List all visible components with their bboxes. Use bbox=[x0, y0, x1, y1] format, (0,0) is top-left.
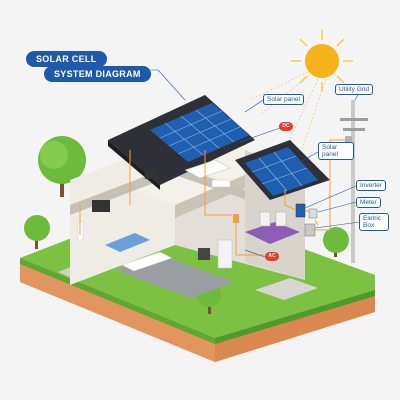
diagram-title-line2: SYSTEM DIAGRAM bbox=[44, 66, 151, 82]
solar-panel-label-top: Solar panel bbox=[263, 94, 304, 106]
utility-grid-label: Utility Grid bbox=[335, 84, 373, 96]
walkway bbox=[255, 278, 318, 300]
electric-box-label: Eletric Box bbox=[359, 213, 389, 232]
inverter-device bbox=[295, 203, 306, 218]
air-conditioner bbox=[211, 179, 231, 188]
meter-label: Meter bbox=[356, 197, 381, 209]
fridge bbox=[217, 239, 233, 269]
interior-details bbox=[77, 159, 287, 272]
diagram-title-line1: SOLAR CELL bbox=[26, 51, 107, 67]
tree-right bbox=[323, 227, 349, 257]
tree-small-left bbox=[24, 215, 50, 249]
tree-left bbox=[38, 136, 86, 197]
solar-panel-side bbox=[245, 147, 318, 196]
sun-icon bbox=[291, 30, 353, 92]
solar-panel-roof bbox=[150, 103, 250, 162]
wiring bbox=[79, 139, 345, 256]
solar-panel-label-side: Solar panel bbox=[318, 142, 354, 161]
kitchen-counter bbox=[121, 251, 173, 272]
tv-icon bbox=[92, 200, 110, 212]
dc-badge: DC bbox=[279, 122, 293, 131]
ac-badge: AC bbox=[265, 252, 279, 261]
sofa bbox=[105, 233, 150, 252]
meter-device bbox=[308, 208, 318, 219]
inverter-label: Inverter bbox=[356, 180, 387, 192]
